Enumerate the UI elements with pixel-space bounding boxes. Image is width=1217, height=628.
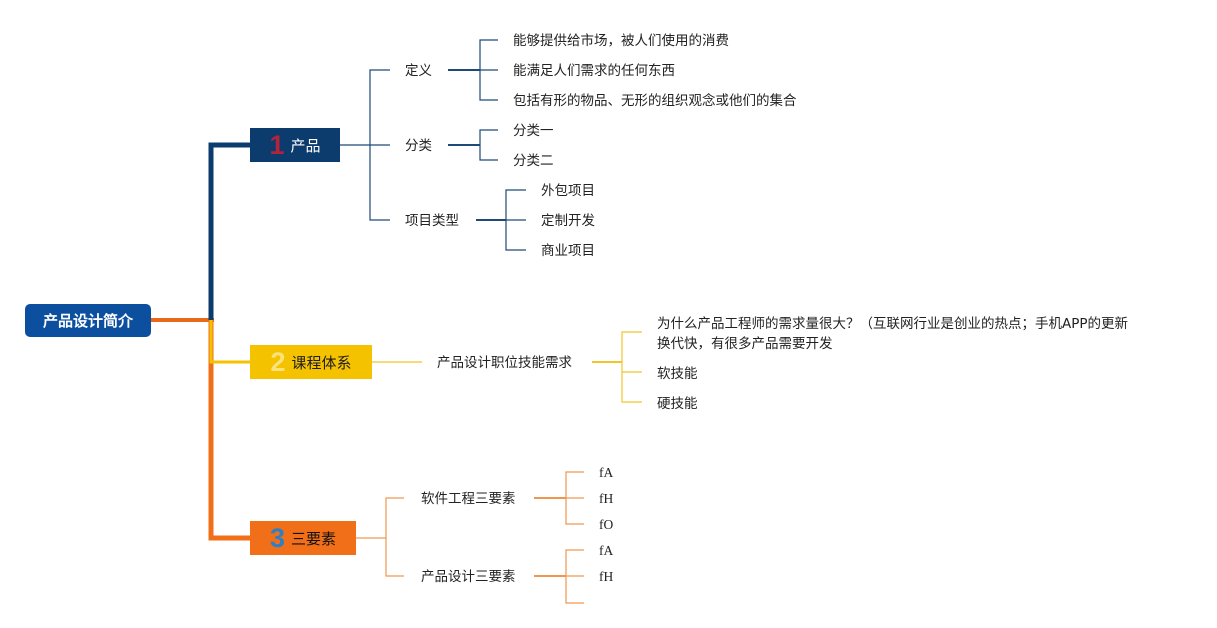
topic-label: 三要素 [291,529,337,548]
leaf-node[interactable]: 硬技能 [657,396,698,412]
topic-number: 3 [269,522,285,553]
subtopic-category[interactable]: 分类 [405,138,432,154]
leaf-node[interactable]: fH [599,569,614,584]
leaf-node[interactable]: 为什么产品工程师的需求量很大？（互联网行业是创业的热点；手机APP的更新 [657,316,1129,332]
leaf-node-continued: 换代快，有很多产品需要开发 [657,336,833,352]
topic-number: 1 [269,129,285,160]
topic-number: 2 [270,346,286,377]
root-node[interactable]: 产品设计简介 [25,304,151,337]
leaf-node[interactable]: fA [599,465,614,480]
topic-node-three-elements[interactable]: 3 三要素 [250,521,356,555]
subtopic-software-engineering[interactable]: 软件工程三要素 [421,491,516,507]
leaf-node[interactable]: 包括有形的物品、无形的组织观念或他们的集合 [513,93,797,109]
leaf-node[interactable]: 能够提供给市场，被人们使用的消费 [513,33,729,49]
leaf-node[interactable]: fO [599,517,614,532]
leaf-node[interactable]: fA [599,543,614,558]
subtopic-project-type[interactable]: 项目类型 [405,213,459,229]
subtopic-product-design[interactable]: 产品设计三要素 [421,569,516,585]
subtopic-skill-requirements[interactable]: 产品设计职位技能需求 [437,355,572,371]
leaf-node[interactable]: fH [599,491,614,506]
leaf-node[interactable]: 定制开发 [541,213,595,229]
leaf-node[interactable]: 分类二 [513,153,554,169]
leaf-node[interactable]: 软技能 [657,366,698,382]
topic-node-product[interactable]: 1 产品 [250,128,340,162]
root-label: 产品设计简介 [42,312,133,330]
leaf-node[interactable]: 商业项目 [541,243,595,259]
topic-label: 课程体系 [291,353,352,372]
leaf-node[interactable]: 外包项目 [541,183,595,199]
subtopic-definition[interactable]: 定义 [405,63,432,79]
topic-node-curriculum[interactable]: 2 课程体系 [250,345,372,379]
leaf-node[interactable]: 能满足人们需求的任何东西 [513,63,675,79]
leaf-node[interactable]: 分类一 [513,123,554,139]
topic-label: 产品 [290,136,321,155]
